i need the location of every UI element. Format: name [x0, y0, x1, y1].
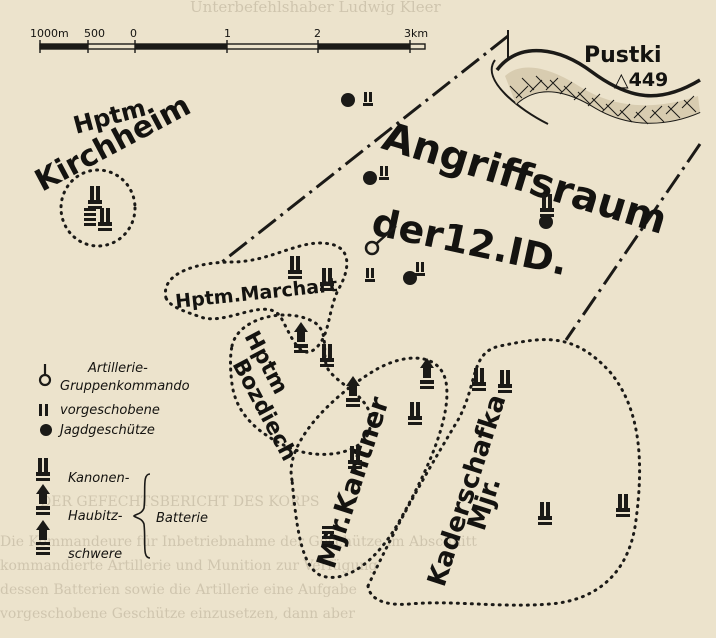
battery-symbol — [408, 402, 422, 425]
scale-bar: 1000m 500 0 1 2 3km — [30, 27, 428, 53]
battery-symbol — [415, 262, 425, 276]
bleed-line-4: vorgeschobene Geschütze einzusetzen, dan… — [0, 606, 355, 622]
background-bleed-text: Unterbefehlshaber Ludwig Kleer DER GEFEC… — [0, 0, 477, 622]
scale-bar-segment — [318, 44, 410, 49]
terrain-ridge: Pustki △449 — [490, 30, 701, 125]
jagdgeschuetz-marker — [403, 271, 417, 285]
attack-zone-label: Angriffsraum der12.ID. — [368, 114, 672, 285]
scale-label-1: 1 — [224, 27, 231, 40]
battery-symbol — [84, 208, 96, 226]
scale-bar-segment — [135, 44, 227, 49]
ridge-crosshatch — [509, 75, 697, 125]
attack-zone-boundary — [221, 34, 702, 341]
battery-symbol — [98, 208, 112, 231]
scale-label-0: 0 — [130, 27, 137, 40]
boundary-line-east — [564, 143, 702, 341]
legend-jagd-icon — [40, 424, 52, 436]
ridge-line — [495, 48, 701, 98]
place-name-pustki: Pustki — [584, 43, 662, 68]
marchart-label: Hptm.Marchart — [174, 274, 338, 313]
battery-symbol — [288, 256, 302, 279]
ridge-line — [490, 30, 549, 125]
scale-label-1000m: 1000m — [30, 27, 69, 40]
legend-artillery-line2: Gruppenkommando — [60, 379, 190, 394]
battery-symbol — [346, 376, 360, 407]
legend-forward-line1: vorgeschobene — [60, 403, 160, 418]
jagdgeschuetz-marker — [363, 171, 377, 185]
legend: Artillerie- Gruppenkommando vorgeschoben… — [36, 361, 208, 562]
legend-forward-icon — [45, 404, 48, 416]
battery-symbol — [616, 494, 630, 517]
jagdgeschuetz-marker — [341, 93, 355, 107]
bozdiech-boundary — [229, 313, 373, 456]
battery-symbol — [472, 368, 486, 391]
legend-haubitz: Haubitz- — [68, 509, 123, 524]
attack-zone-division: der12.ID. — [368, 200, 572, 284]
scale-label-2: 2 — [314, 27, 321, 40]
legend-batterie: Batterie — [156, 511, 208, 526]
group-kirchheim: Hptm Kirchheim — [29, 88, 196, 248]
legend-artillery-line1: Artillerie- — [87, 361, 148, 376]
legend-brace — [132, 473, 151, 559]
scale-bar-segment — [40, 44, 88, 49]
legend-kommando-icon — [38, 373, 52, 387]
elevation-label: △449 — [614, 69, 668, 91]
scale-label-3km: 3km — [404, 27, 428, 40]
legend-forward-line2: Jagdgeschütze — [57, 423, 155, 438]
legend-kanonen: Kanonen- — [68, 471, 130, 486]
bleed-line-1: Die Kommandeure für Inbetriebnahme der G… — [0, 534, 477, 550]
scale-label-500: 500 — [84, 27, 105, 40]
kaderschafka-boundary — [366, 338, 642, 607]
gruppenkommando-staff — [375, 225, 397, 245]
legend-forward-icon — [39, 404, 42, 416]
battery-symbol — [538, 502, 552, 525]
kirchheim-boundary — [59, 168, 137, 248]
boundary-line-west — [221, 34, 509, 264]
group-kaderschafka: Mjr. Kaderschafka — [366, 338, 642, 607]
battery-symbol — [88, 186, 102, 209]
legend-schwere: schwere — [68, 547, 122, 562]
bleed-top-heading: Unterbefehlshaber Ludwig Kleer — [190, 0, 441, 16]
gruppenkommando-marker — [364, 240, 380, 256]
legend-kanone-icon — [36, 458, 50, 481]
battery-symbol — [365, 268, 375, 282]
battery-symbol — [498, 370, 512, 393]
forward-positions — [341, 92, 554, 285]
battery-symbol — [379, 166, 389, 180]
jagdgeschuetz-marker — [539, 215, 553, 229]
bleed-mid-heading: DER GEFECHTSBERICHT DES KORPS — [40, 494, 320, 510]
battery-symbol — [363, 92, 373, 106]
bleed-line-3: dessen Batterien sowie die Artillerie ei… — [0, 582, 357, 598]
kantner-boundary — [289, 356, 449, 579]
ridge-hatch — [505, 67, 700, 123]
bleed-line-2: kommandierte Artillerie und Munition zur… — [0, 558, 377, 574]
marchart-boundary — [164, 241, 349, 354]
